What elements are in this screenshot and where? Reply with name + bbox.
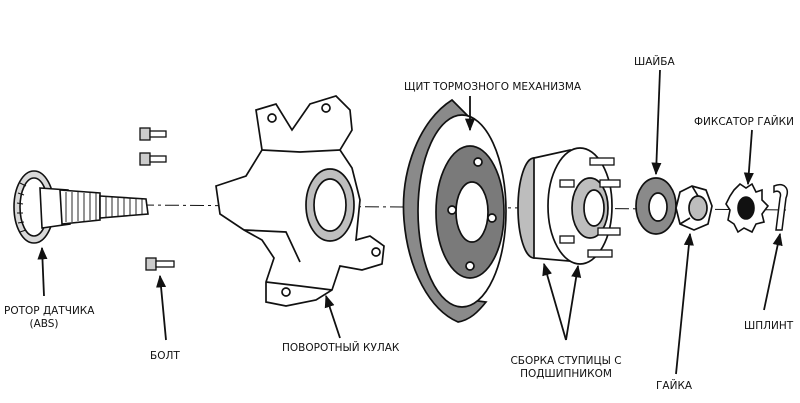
label-hub: СБОРКА СТУПИЦЫ С ПОДШИПНИКОМ [504,355,628,381]
label-hub-line1: СБОРКА СТУПИЦЫ С [510,355,622,367]
washer [635,177,677,235]
label-rotor-line2: (ABS) [29,318,59,330]
nut-retainer [725,182,770,234]
bolt-icon [139,127,175,271]
cotter-pin [773,184,788,231]
label-knuckle: ПОВОРОТНЫЙ КУЛАК [282,342,400,354]
brake-shield [402,98,507,323]
nut [675,185,713,231]
label-cotter-pin: ШПЛИНТ [744,320,794,332]
label-rotor-line1: РОТОР ДАТЧИКА [4,305,95,317]
label-hub-line2: ПОДШИПНИКОМ [520,368,612,380]
label-bolt: БОЛТ [150,350,180,362]
hub-bearing-assembly [517,147,621,265]
label-washer: ШАЙБА [634,56,675,68]
abs-rotor-shaft [13,170,149,244]
label-nut: ГАЙКА [656,380,693,392]
steering-knuckle [215,95,385,307]
label-retainer: ФИКСАТОР ГАЙКИ [694,116,794,128]
label-shield: ЩИТ ТОРМОЗНОГО МЕХАНИЗМА [404,81,582,93]
label-rotor: РОТОР ДАТЧИКА (ABS) [4,305,95,331]
leader-arrows [37,69,783,375]
